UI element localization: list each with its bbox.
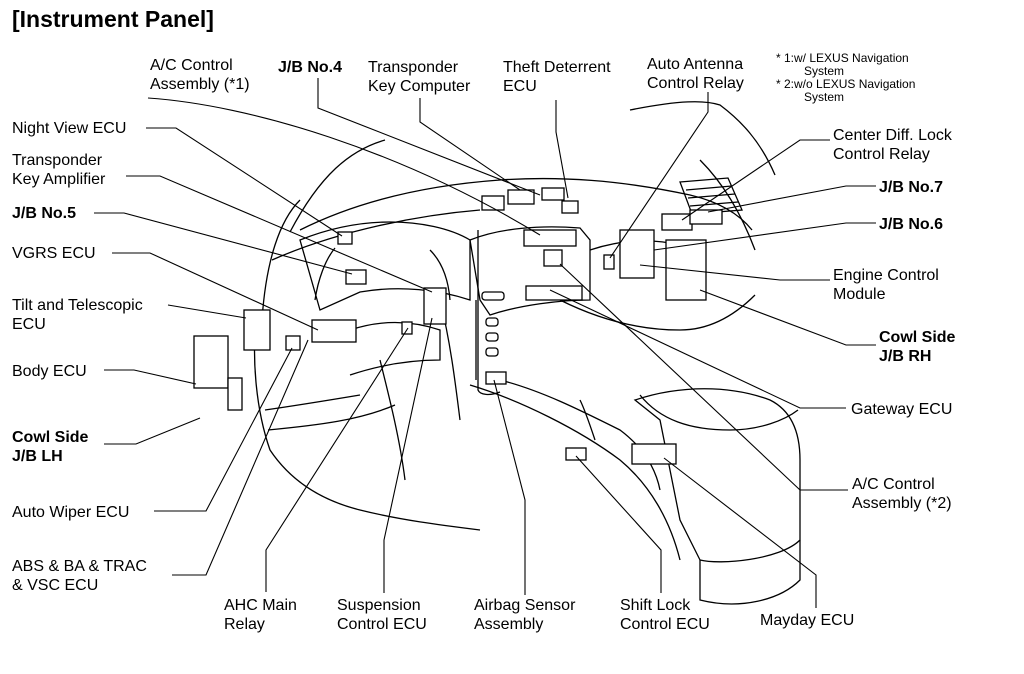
label-vgrs-ecu: VGRS ECU bbox=[12, 245, 96, 262]
footnote-2: * 2:w/o LEXUS Navigation bbox=[776, 77, 916, 91]
label-ac-control-2: A/C Control Assembly (*2) bbox=[852, 475, 952, 513]
footnotes: * 1:w/ LEXUS Navigation System * 2:w/o L… bbox=[776, 52, 915, 104]
footnote-1-cont: System bbox=[804, 64, 845, 78]
footnote-1: * 1:w/ LEXUS Navigation bbox=[776, 51, 909, 65]
label-cowl-side-jb-lh: Cowl Side J/B LH bbox=[12, 428, 88, 466]
label-shift-lock-control-ecu: Shift Lock Control ECU bbox=[620, 596, 710, 634]
label-body-ecu: Body ECU bbox=[12, 363, 87, 380]
label-line: AHC Main bbox=[224, 597, 297, 614]
label-jb-no7: J/B No.7 bbox=[879, 179, 944, 196]
label-abs-ba-trac-vsc-ecu: ABS & BA & TRAC & VSC ECU bbox=[12, 557, 147, 595]
label-line: Tilt and Telescopic bbox=[12, 297, 143, 314]
label-line: ABS & BA & TRAC bbox=[12, 558, 147, 575]
label-line: Center Diff. Lock bbox=[833, 127, 952, 144]
label-jb-no4: J/B No.4 bbox=[278, 59, 343, 76]
label-line: Assembly (*2) bbox=[852, 495, 952, 512]
footnote-2-cont: System bbox=[804, 90, 845, 104]
label-line: Engine Control bbox=[833, 267, 939, 284]
label-line: Assembly (*1) bbox=[150, 76, 250, 93]
label-line: J/B LH bbox=[12, 448, 63, 465]
label-transponder-key-amplifier: Transponder Key Amplifier bbox=[12, 151, 105, 189]
label-center-diff-lock-relay: Center Diff. Lock Control Relay bbox=[833, 126, 952, 164]
label-line: Module bbox=[833, 286, 886, 303]
label-gateway-ecu: Gateway ECU bbox=[851, 401, 953, 418]
label-suspension-control-ecu: Suspension Control ECU bbox=[337, 596, 427, 634]
label-jb-no6: J/B No.6 bbox=[879, 216, 944, 233]
label-line: Cowl Side bbox=[12, 429, 89, 446]
label-ahc-main-relay: AHC Main Relay bbox=[224, 596, 297, 634]
label-ac-control-1: A/C Control Assembly (*1) bbox=[150, 56, 250, 94]
vehicle-outline bbox=[253, 101, 801, 605]
label-line: Transponder bbox=[12, 152, 103, 169]
label-line: J/B RH bbox=[879, 348, 932, 365]
label-night-view-ecu: Night View ECU bbox=[12, 120, 127, 137]
label-jb-no5: J/B No.5 bbox=[12, 205, 77, 222]
label-line: Relay bbox=[224, 616, 265, 633]
label-cowl-side-jb-rh: Cowl Side J/B RH bbox=[879, 328, 955, 366]
label-engine-control-module: Engine Control Module bbox=[833, 266, 939, 304]
label-line: Airbag Sensor bbox=[474, 597, 576, 614]
label-transponder-key-computer: Transponder Key Computer bbox=[368, 58, 470, 96]
label-airbag-sensor-assembly: Airbag Sensor Assembly bbox=[474, 596, 575, 634]
label-line: Theft Deterrent bbox=[503, 59, 611, 76]
label-line: A/C Control bbox=[852, 476, 935, 493]
label-auto-wiper-ecu: Auto Wiper ECU bbox=[12, 504, 130, 521]
label-line: Control ECU bbox=[337, 616, 427, 633]
label-line: Transponder bbox=[368, 59, 459, 76]
label-line: Control Relay bbox=[647, 75, 744, 92]
label-line: ECU bbox=[503, 78, 537, 95]
label-line: Key Computer bbox=[368, 78, 471, 95]
label-line: A/C Control bbox=[150, 57, 233, 74]
label-line: Assembly bbox=[474, 616, 544, 633]
label-line: ECU bbox=[12, 316, 46, 333]
label-line: Auto Antenna bbox=[647, 56, 744, 73]
label-line: Shift Lock bbox=[620, 597, 691, 614]
page-title: [Instrument Panel] bbox=[12, 6, 214, 32]
label-theft-deterrent-ecu: Theft Deterrent ECU bbox=[503, 58, 611, 96]
label-line: Control Relay bbox=[833, 146, 930, 163]
label-mayday-ecu: Mayday ECU bbox=[760, 612, 855, 629]
leader-lines bbox=[94, 78, 876, 608]
label-auto-antenna-relay: Auto Antenna Control Relay bbox=[647, 55, 744, 93]
label-line: & VSC ECU bbox=[12, 577, 99, 594]
label-line: Key Amplifier bbox=[12, 171, 106, 188]
label-line: Control ECU bbox=[620, 616, 710, 633]
label-line: Cowl Side bbox=[879, 329, 956, 346]
label-tilt-telescopic-ecu: Tilt and Telescopic ECU bbox=[12, 296, 143, 334]
label-line: Suspension bbox=[337, 597, 421, 614]
component-boxes bbox=[193, 187, 723, 465]
